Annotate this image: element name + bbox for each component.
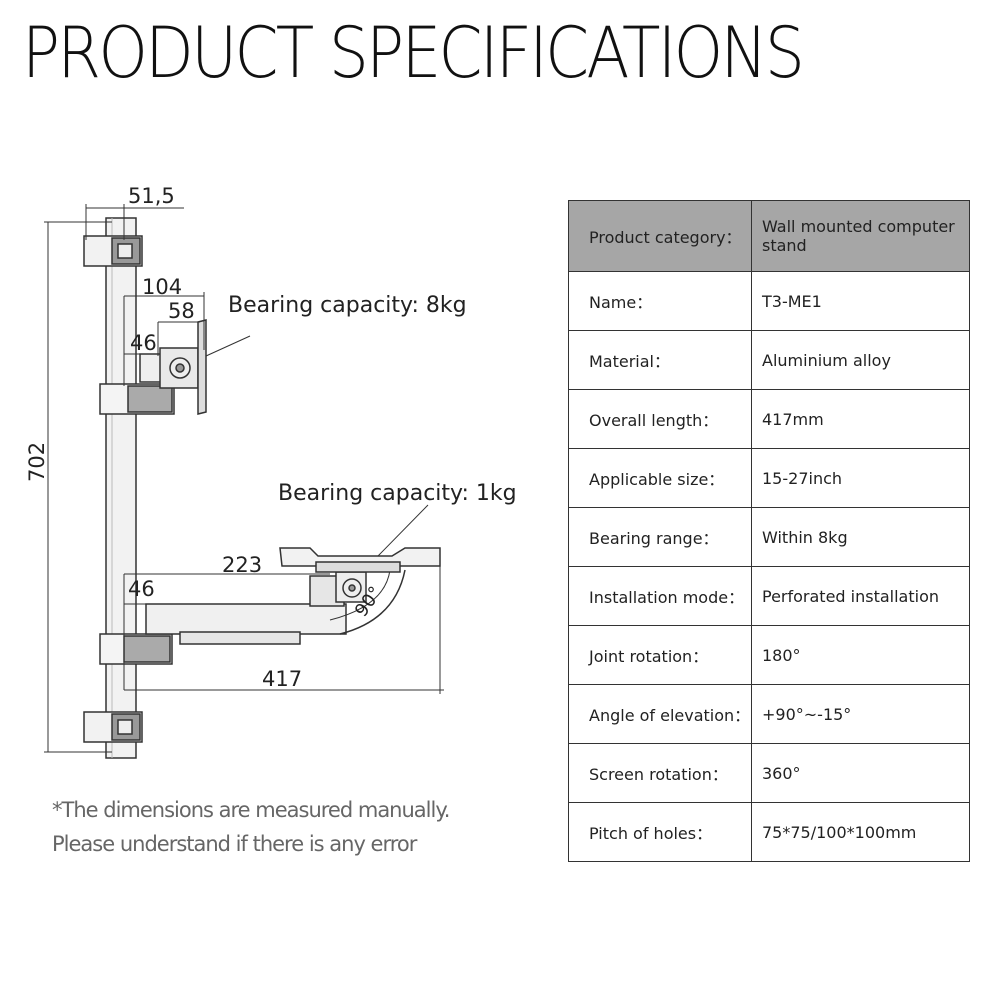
- callout-lower-bearing: Bearing capacity: 1kg: [278, 481, 517, 506]
- spec-table: Product category： Wall mounted computer …: [568, 200, 970, 862]
- spec-row: Installation mode： Perforated installati…: [568, 566, 970, 626]
- spec-row: Screen rotation： 360°: [568, 743, 970, 803]
- spec-row: Material： Aluminium alloy: [568, 330, 970, 390]
- dim-46-lower: 46: [128, 577, 155, 601]
- spec-label: Screen rotation：: [568, 743, 752, 803]
- spec-row: Bearing range： Within 8kg: [568, 507, 970, 567]
- dimension-lines: [44, 204, 444, 753]
- keyboard-arm: [99, 504, 441, 665]
- spec-value: 75*75/100*100mm: [751, 802, 970, 862]
- spec-label: Overall length：: [568, 389, 752, 449]
- spec-label: Installation mode：: [568, 566, 752, 626]
- page-title: PRODUCT SPECIFICATIONS: [22, 12, 805, 94]
- disclaimer-line-2: Please understand if there is any error: [52, 832, 417, 856]
- spec-value: 360°: [751, 743, 970, 803]
- wall-pole: [105, 217, 137, 759]
- spec-header-row: Product category： Wall mounted computer …: [568, 200, 970, 272]
- spec-label: Applicable size：: [568, 448, 752, 508]
- spec-label: Pitch of holes：: [568, 802, 752, 862]
- spec-label: Bearing range：: [568, 507, 752, 567]
- spec-row: Overall length： 417mm: [568, 389, 970, 449]
- spec-label: Material：: [568, 330, 752, 390]
- spec-value: 417mm: [751, 389, 970, 449]
- dim-58: 58: [168, 299, 195, 323]
- spec-value: T3-ME1: [751, 271, 970, 331]
- spec-value: 15-27inch: [751, 448, 970, 508]
- spec-value: 180°: [751, 625, 970, 685]
- spec-label: Name：: [568, 271, 752, 331]
- bottom-clamp: [83, 711, 143, 743]
- spec-value: Perforated installation: [751, 566, 970, 626]
- spec-row: Joint rotation： 180°: [568, 625, 970, 685]
- top-clamp: [83, 235, 143, 267]
- spec-label: Angle of elevation：: [568, 684, 752, 744]
- spec-label: Product category：: [568, 200, 752, 272]
- dim-702: 702: [25, 442, 49, 482]
- spec-value: Wall mounted computer stand: [751, 200, 970, 272]
- dim-46-upper: 46: [130, 331, 157, 355]
- spec-value: Aluminium alloy: [751, 330, 970, 390]
- spec-value: Within 8kg: [751, 507, 970, 567]
- spec-row: Applicable size： 15-27inch: [568, 448, 970, 508]
- disclaimer-line-1: *The dimensions are measured manually.: [52, 798, 450, 822]
- spec-label: Joint rotation：: [568, 625, 752, 685]
- monitor-arm: [99, 319, 251, 415]
- dim-417: 417: [262, 667, 302, 691]
- dim-223: 223: [222, 553, 262, 577]
- dim-51-5: 51,5: [128, 184, 175, 208]
- spec-row: Angle of elevation： +90°~-15°: [568, 684, 970, 744]
- spec-value: +90°~-15°: [751, 684, 970, 744]
- dim-104: 104: [142, 275, 182, 299]
- spec-row: Pitch of holes： 75*75/100*100mm: [568, 802, 970, 862]
- callout-upper-bearing: Bearing capacity: 8kg: [228, 293, 467, 318]
- spec-row: Name： T3-ME1: [568, 271, 970, 331]
